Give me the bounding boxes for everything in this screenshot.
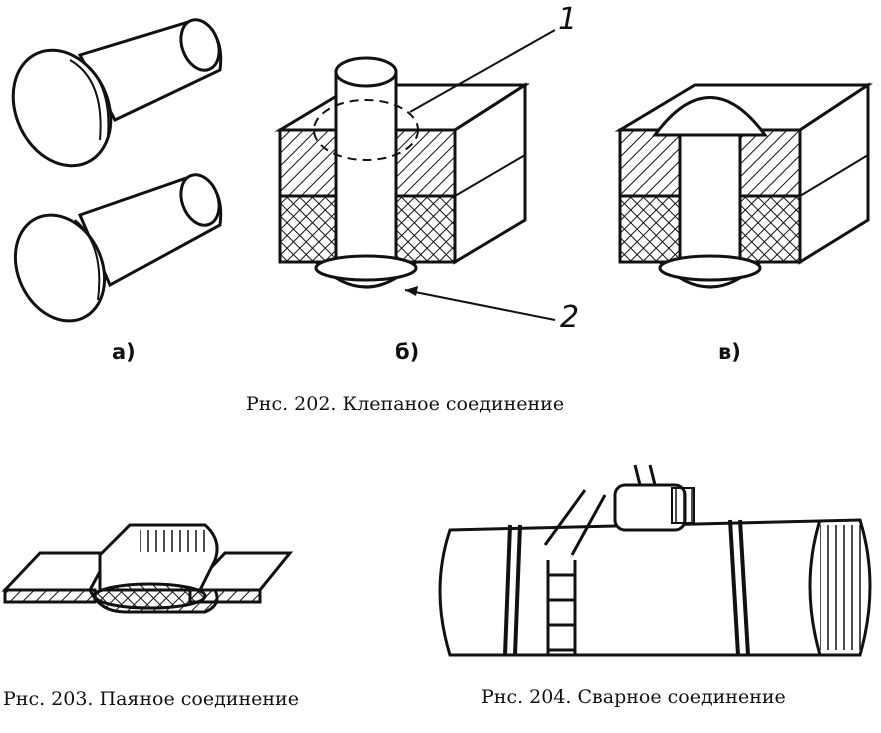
- caption-fig204: Рнс. 204. Сварное соединение: [481, 686, 786, 708]
- callout-2: 2: [560, 300, 580, 335]
- rivet-blank-top: [11, 18, 223, 168]
- welded-tank: [438, 464, 872, 657]
- block-v: [614, 82, 873, 289]
- block-b: [274, 29, 556, 321]
- caption-fig202: Рнс. 202. Клепаное соединение: [246, 393, 565, 415]
- label-a: а): [112, 340, 136, 364]
- label-v: в): [718, 340, 741, 364]
- caption-fig203: Рнс. 203. Паяное соединение: [3, 688, 299, 710]
- label-b: б): [395, 340, 420, 364]
- solder-joint: [1, 523, 294, 614]
- rivet-blank-bottom: [13, 173, 223, 323]
- callout-1: 1: [558, 2, 578, 37]
